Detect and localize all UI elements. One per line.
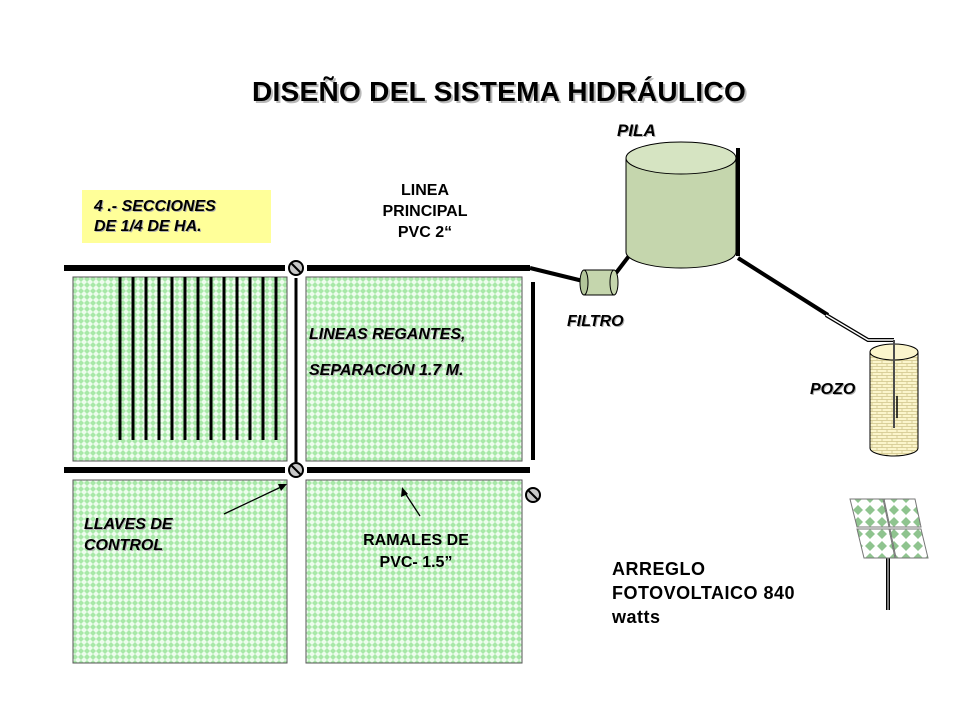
drip-lines-label-1: LINEAS REGANTES, xyxy=(309,326,466,343)
note-line-2: DE 1/4 DE HA. xyxy=(94,218,202,235)
drip-lines-label-2: SEPARACIÓN 1.7 M. xyxy=(309,362,464,379)
solar-panel-icon xyxy=(849,498,929,610)
valves-line-1: LLAVES DE xyxy=(84,516,173,533)
solar-line-1: ARREGLO xyxy=(612,559,706,579)
main-line-line-3: PVC 2“ xyxy=(397,224,453,241)
control-valve-top xyxy=(288,260,304,276)
tank-icon xyxy=(625,141,737,269)
valves-label: LLAVES DE CONTROL xyxy=(84,514,173,556)
control-valve-right xyxy=(525,487,541,503)
filter-label: FILTRO xyxy=(567,313,624,330)
control-valve-middle xyxy=(288,462,304,478)
branches-line-2: PVC- 1.5” xyxy=(379,554,453,571)
section-3 xyxy=(72,479,288,664)
well-icon xyxy=(869,340,919,457)
sections-note: 4 .- SECCIONES DE 1/4 DE HA. xyxy=(82,190,271,243)
solar-line-3: watts xyxy=(612,607,661,627)
filter-icon xyxy=(579,269,619,296)
note-line-1: 4 .- SECCIONES xyxy=(94,198,216,215)
branches-line-1: RAMALES DE xyxy=(363,532,469,549)
page-title: DISEÑO DEL SISTEMA HIDRÁULICO xyxy=(251,76,747,107)
well-label: POZO xyxy=(810,381,856,398)
drip-lines xyxy=(118,277,278,440)
main-pipes xyxy=(64,148,894,473)
solar-array-label: ARREGLO FOTOVOLTAICO 840 watts xyxy=(612,557,795,629)
section-1 xyxy=(72,276,288,462)
main-line-line-1: LINEA xyxy=(401,182,449,199)
valves-line-2: CONTROL xyxy=(84,537,164,554)
solar-line-2: FOTOVOLTAICO 840 xyxy=(612,583,796,603)
branches-label: RAMALES DE PVC- 1.5” xyxy=(346,530,486,574)
main-line-line-2: PRINCIPAL xyxy=(382,203,468,220)
tank-label: PILA xyxy=(617,121,656,140)
arrow-branches xyxy=(401,487,421,517)
section-2 xyxy=(305,276,523,462)
main-line-label: LINEA PRINCIPAL PVC 2“ xyxy=(365,180,485,243)
section-4 xyxy=(305,479,523,664)
arrow-valves xyxy=(223,484,287,515)
